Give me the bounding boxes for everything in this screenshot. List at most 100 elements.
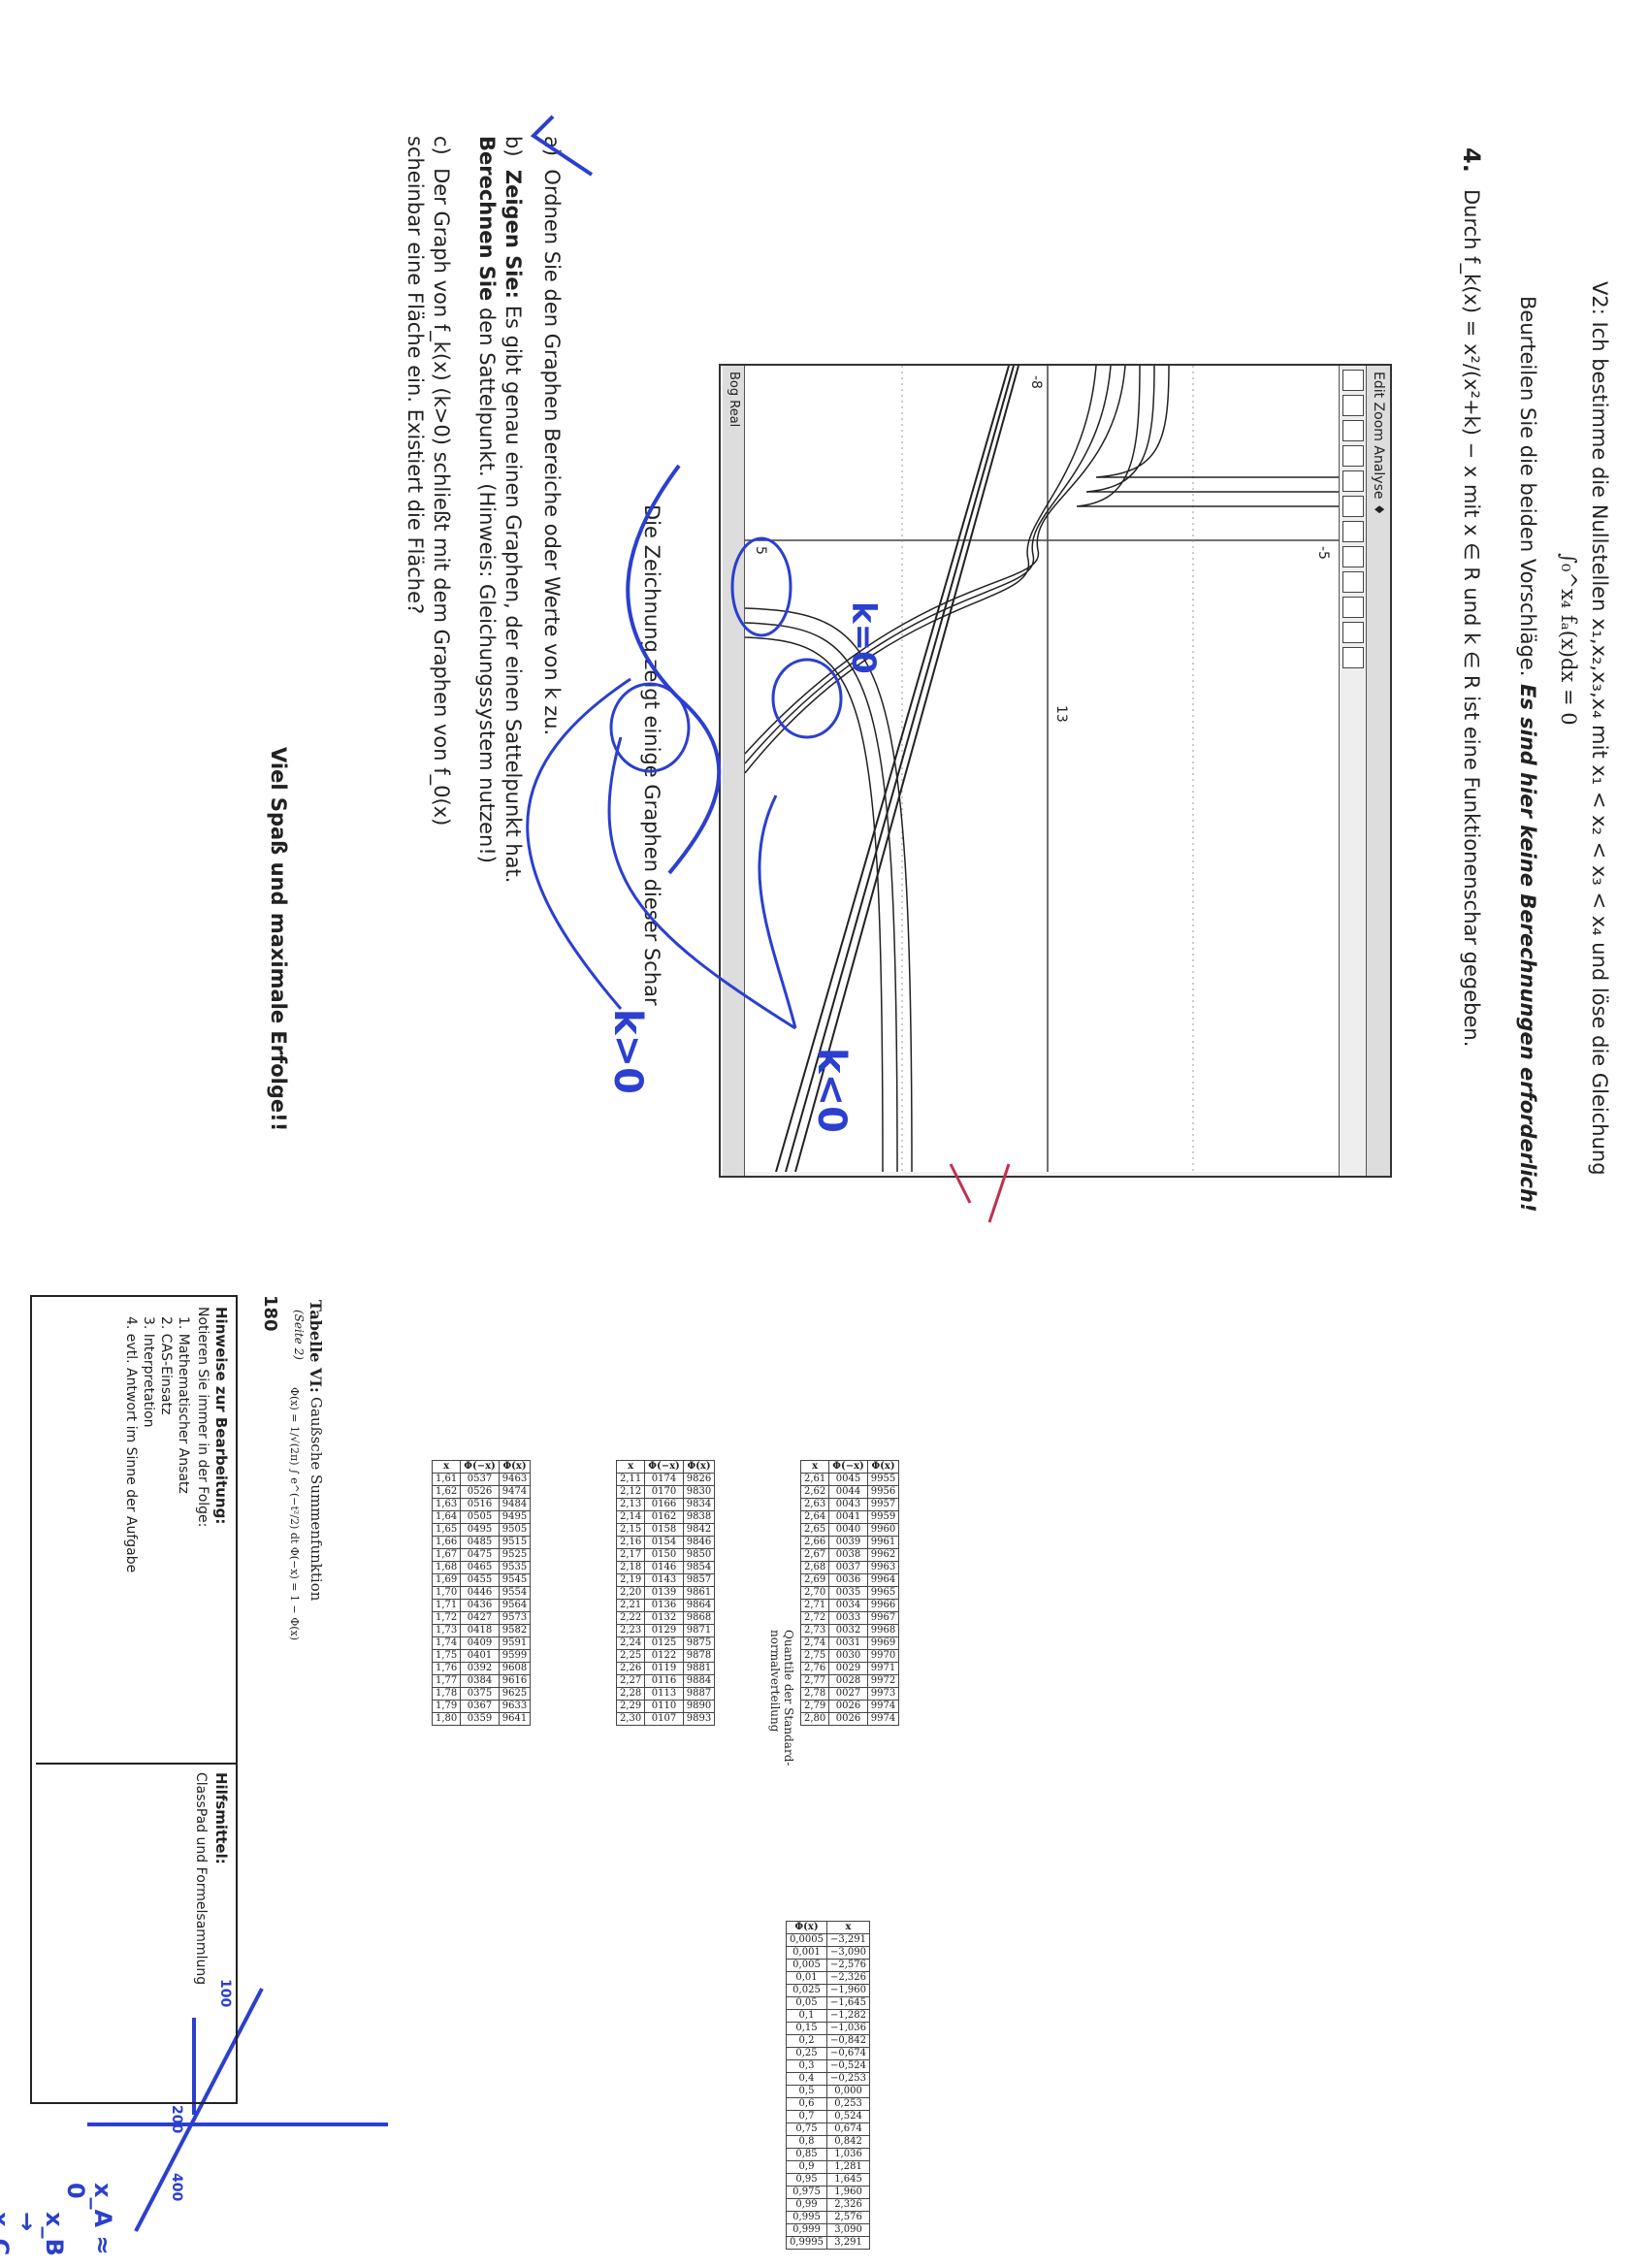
table-cell: 0,9995 xyxy=(786,2236,827,2250)
table-cell: 0526 xyxy=(460,1485,500,1499)
table-cell: 3,090 xyxy=(826,2223,870,2237)
table-cell: 1,70 xyxy=(432,1586,461,1600)
hints-item: 3. Interpretation xyxy=(141,1316,156,1428)
hints-item: 4. evtl. Antwort im Sinne der Aufgabe xyxy=(123,1316,139,1573)
table-cell: 0,2 xyxy=(786,2034,827,2048)
table-cell: 9582 xyxy=(499,1624,531,1637)
table-cell: 9868 xyxy=(683,1611,715,1625)
table-cell: 0039 xyxy=(828,1536,868,1549)
table-cell: 0139 xyxy=(644,1586,684,1600)
table-cell: 2,76 xyxy=(800,1662,829,1675)
table-cell: 9857 xyxy=(683,1573,715,1587)
table-cell: 2,67 xyxy=(800,1548,829,1562)
table-cell: 9961 xyxy=(867,1536,899,1549)
page-number: 180 xyxy=(260,1295,280,1332)
table-cell: 9484 xyxy=(499,1498,531,1511)
table-cell: 2,71 xyxy=(800,1599,829,1612)
table-cell: 2,12 xyxy=(616,1485,645,1499)
table-cell: 9875 xyxy=(683,1636,715,1650)
table-cell: 0537 xyxy=(460,1473,500,1486)
table-cell: 9965 xyxy=(867,1586,899,1600)
table-cell: 0359 xyxy=(460,1712,500,1726)
table-cell: −1,645 xyxy=(826,1996,870,2010)
table-cell: 9826 xyxy=(683,1473,715,1486)
table-cell: 0107 xyxy=(644,1712,684,1726)
table-cell: 9834 xyxy=(683,1498,715,1511)
calculator-window: Edit Zoom Analyse ♦ xyxy=(719,364,1392,1178)
table-cell: 9973 xyxy=(867,1687,899,1701)
table-cell: 0032 xyxy=(828,1624,868,1637)
table-cell: 0129 xyxy=(644,1624,684,1637)
table-cell: 0150 xyxy=(644,1548,684,1562)
table-cell: 2,74 xyxy=(800,1636,829,1650)
table-cell: 9525 xyxy=(499,1548,531,1562)
table-cell: 9545 xyxy=(499,1573,531,1587)
table-cell: 1,75 xyxy=(432,1649,461,1663)
table-cell: 1,76 xyxy=(432,1662,461,1675)
table-cell: 0,0005 xyxy=(786,1933,827,1947)
table-cell: 0465 xyxy=(460,1561,500,1574)
table-cell: 9861 xyxy=(683,1586,715,1600)
table-cell: 2,26 xyxy=(616,1662,645,1675)
table-cell: 0,85 xyxy=(786,2148,827,2161)
table-cell: 2,17 xyxy=(616,1548,645,1562)
table-cell: 0122 xyxy=(644,1649,684,1663)
table-cell: 2,30 xyxy=(616,1712,645,1726)
table-formula: Φ(x) = 1/√(2π) ∫ e^(−t²/2) dt Φ(−x) = 1 … xyxy=(288,1387,301,1641)
hints-item: 2. CAS-Einsatz xyxy=(158,1316,174,1415)
table-cell: 0170 xyxy=(644,1485,684,1499)
table-cell: 2,24 xyxy=(616,1636,645,1650)
hints-lead: Notieren Sie immer in der Folge: xyxy=(195,1307,210,1528)
hints-box: Hinweise zur Bearbeitung: Notieren Sie i… xyxy=(30,1295,238,2104)
table-cell: 0,025 xyxy=(786,1984,827,1997)
table-cell: 2,73 xyxy=(800,1624,829,1637)
table-cell: 2,21 xyxy=(616,1599,645,1612)
table-cell: 0505 xyxy=(460,1510,500,1524)
table-cell: 0384 xyxy=(460,1674,500,1688)
table-cell: 0110 xyxy=(644,1700,684,1713)
annotation-tick-400: 400 xyxy=(169,2173,184,2202)
table-cell: 9515 xyxy=(499,1536,531,1549)
table-cell: 0119 xyxy=(644,1662,684,1675)
table-cell: 0,15 xyxy=(786,2022,827,2035)
table-cell: 2,72 xyxy=(800,1611,829,1625)
table-cell: 9960 xyxy=(867,1523,899,1537)
table-cell: 0125 xyxy=(644,1636,684,1650)
table-cell: 9967 xyxy=(867,1611,899,1625)
table-cell: 9591 xyxy=(499,1636,531,1650)
table-row: 0,1−1,282 xyxy=(786,2009,870,2023)
table-cell: 2,576 xyxy=(826,2211,870,2224)
table-cell: 0026 xyxy=(828,1712,868,1726)
table-cell: 2,25 xyxy=(616,1649,645,1663)
table-cell: −1,282 xyxy=(826,2009,870,2023)
table-cell: 0034 xyxy=(828,1599,868,1612)
table-cell: 2,16 xyxy=(616,1536,645,1549)
table-cell: 0,75 xyxy=(786,2122,827,2136)
table-cell: 2,13 xyxy=(616,1498,645,1511)
